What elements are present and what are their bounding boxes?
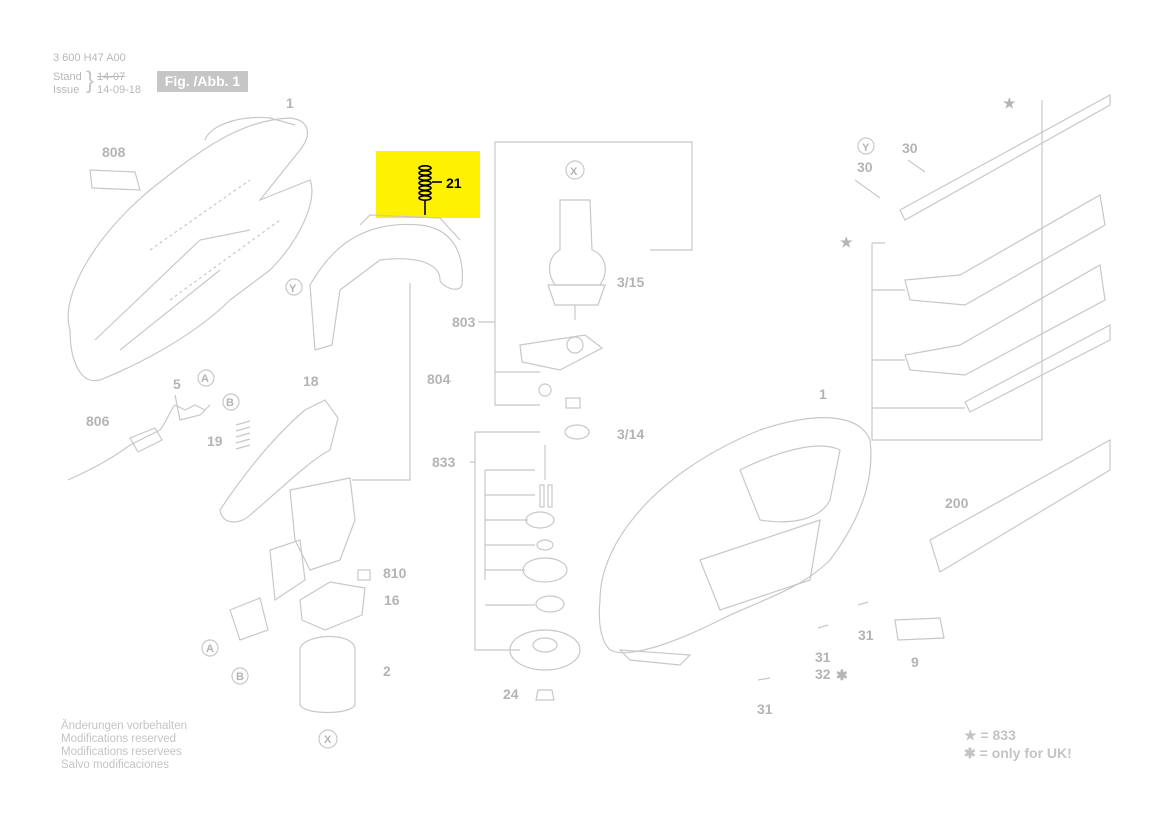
housing-half-right xyxy=(598,417,872,654)
spring-19 xyxy=(235,420,251,450)
note-es: Salvo modificaciones xyxy=(61,759,170,771)
stand-label: Stand xyxy=(53,71,82,83)
label-b: B xyxy=(226,397,234,409)
label-21: 21 xyxy=(446,175,462,191)
bearing-plate xyxy=(519,334,604,371)
label-810: 810 xyxy=(383,565,407,581)
label-833: 833 xyxy=(432,454,456,470)
label-808 xyxy=(89,169,141,191)
label-803: 803 xyxy=(452,314,476,330)
legend-star-text: = 833 xyxy=(980,727,1016,743)
doc-number: 3 600 H47 A00 xyxy=(53,52,126,64)
note-en: Modifications reserved xyxy=(61,733,177,745)
brush-holder-16 xyxy=(299,581,366,631)
label-3-14: 3/14 xyxy=(617,426,644,442)
label-x-bottom: X xyxy=(324,734,332,746)
label-30-b: 30 xyxy=(857,159,873,175)
label-200: 200 xyxy=(945,495,969,511)
label-5: 5 xyxy=(173,376,181,392)
switch-lever-18 xyxy=(219,399,339,523)
star-mark-mid: ★ xyxy=(840,234,853,250)
bracket-804 xyxy=(289,477,356,571)
label-b-lower: B xyxy=(236,671,244,683)
legend-row-asterisk: ✱ = only for UK! xyxy=(964,744,1072,762)
label-1-right: 1 xyxy=(819,386,827,402)
label-9 xyxy=(894,617,945,641)
asterisk-icon: ✱ xyxy=(964,745,976,761)
label-804: 804 xyxy=(427,371,451,387)
label-a: A xyxy=(201,373,209,385)
label-806: 806 xyxy=(86,413,110,429)
label-y: Y xyxy=(289,283,297,295)
label-16: 16 xyxy=(384,592,400,608)
note-de: Änderungen vorbehalten xyxy=(61,720,187,732)
switch-cover xyxy=(309,223,463,351)
label-31-c: 31 xyxy=(858,627,874,643)
modification-notes: Änderungen vorbehalten Modifications res… xyxy=(61,720,187,772)
label-31-b: 31 xyxy=(815,649,831,665)
label-2: 2 xyxy=(383,663,391,679)
star-icon: ★ xyxy=(964,727,977,743)
blade-upper xyxy=(899,93,1111,221)
cable-806 xyxy=(67,404,206,481)
legend: ★ = 833 ✱ = only for UK! xyxy=(964,726,1072,762)
note-fr: Modifications reservees xyxy=(61,746,182,758)
label-x-top: X xyxy=(570,166,578,178)
label-y-right: Y xyxy=(862,142,870,154)
label-a-lower: A xyxy=(206,643,214,655)
spring-21-icon xyxy=(418,165,442,215)
legend-row-star: ★ = 833 xyxy=(964,726,1072,744)
label-24: 24 xyxy=(503,686,519,702)
label-32: 32 xyxy=(815,666,831,682)
label-19: 19 xyxy=(207,433,223,449)
label-3-15: 3/15 xyxy=(617,274,644,290)
blade-cover xyxy=(904,194,1106,306)
legend-asterisk-text: = only for UK! xyxy=(979,745,1072,761)
label-30-a: 30 xyxy=(902,140,918,156)
stand-date: 14-07 xyxy=(97,71,126,83)
asterisk-mark: ✱ xyxy=(836,667,848,683)
blade-guard-200 xyxy=(929,438,1111,573)
label-1-top: 1 xyxy=(286,95,294,111)
issue-date: 14-09-18 xyxy=(97,84,142,96)
housing-half-left xyxy=(67,117,313,382)
field-2 xyxy=(299,636,356,714)
label-808: 808 xyxy=(102,144,126,160)
gear xyxy=(509,629,581,671)
label-9: 9 xyxy=(911,654,919,670)
label-18: 18 xyxy=(303,373,319,389)
issue-label: Issue xyxy=(53,84,80,96)
figure-label: Fig. /Abb. 1 xyxy=(157,71,248,92)
armature xyxy=(548,199,606,286)
star-mark-top: ★ xyxy=(1003,95,1016,111)
brace: } xyxy=(86,67,95,94)
label-31-a: 31 xyxy=(757,701,773,717)
